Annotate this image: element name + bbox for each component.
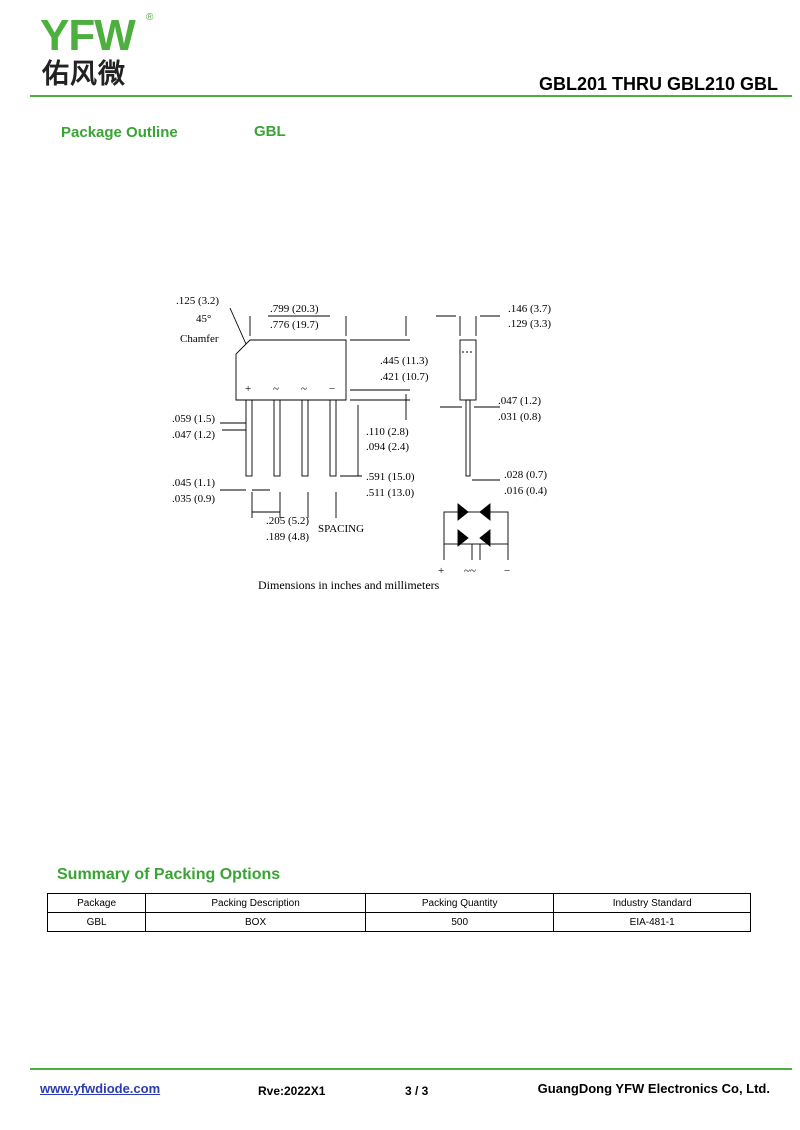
dimensions-caption: Dimensions in inches and millimeters <box>258 578 440 592</box>
dim-body-height-max: .445 (11.3) <box>380 355 429 367</box>
dim-lead-width-min: .047 (1.2) <box>172 429 215 441</box>
column-header: Packing Quantity <box>364 893 555 913</box>
table-cell: 500 <box>364 912 555 932</box>
dim-spacing-min: .189 (4.8) <box>266 531 309 543</box>
dim-lead-thick-min: .016 (0.4) <box>504 485 547 497</box>
table-cell: EIA-481-1 <box>553 912 751 932</box>
dim-lead-offset-max: .110 (2.8) <box>366 426 409 438</box>
lead-2 <box>273 399 281 477</box>
dim-body-width-max: .799 (20.3) <box>270 303 319 315</box>
dim-lead-dia-max: .045 (1.1) <box>172 477 215 489</box>
page-number: 3 / 3 <box>405 1084 429 1098</box>
pin-mark-ac-2: ~ <box>301 383 307 395</box>
schematic-mark-minus: − <box>504 565 510 577</box>
company-logo: YFW ® 佑风微 <box>40 11 170 94</box>
table-header-row: Package Packing Description Packing Quan… <box>46 893 751 913</box>
lead-1 <box>245 399 253 477</box>
column-header: Packing Description <box>145 893 366 913</box>
dim-spacing-max: .205 (5.2) <box>266 515 309 527</box>
schematic-mark-plus: + <box>438 565 444 577</box>
lead-4 <box>329 399 337 477</box>
package-outline-drawing: .125 (3.2) 45° Chamfer .799 (20.3) .776 … <box>172 295 551 577</box>
package-name: GBL <box>254 123 286 140</box>
dim-lead-thick-max: .028 (0.7) <box>504 469 547 481</box>
document-title: GBL201 THRU GBL210 GBL <box>538 74 778 94</box>
table-cell: BOX <box>145 912 366 932</box>
pin-mark-ac-1: ~ <box>273 383 279 395</box>
packing-options-table: Package Packing Description Packing Quan… <box>46 893 751 932</box>
dim-chamfer-size: .125 (3.2) <box>176 295 219 307</box>
bridge-schematic-frame <box>443 511 509 545</box>
registered-mark: ® <box>146 12 154 23</box>
lead-3 <box>301 399 309 477</box>
revision-label: Rve:2022X1 <box>258 1084 326 1098</box>
website-link[interactable]: www.yfwdiode.com <box>40 1081 161 1096</box>
table-cell: GBL <box>46 912 147 932</box>
pin-mark-minus: − <box>329 383 335 395</box>
dim-lead-offset-min: .094 (2.4) <box>366 441 409 453</box>
column-header: Package <box>46 893 147 913</box>
dim-lead-dia-min: .035 (0.9) <box>172 493 215 505</box>
dim-side-lead-min: .031 (0.8) <box>498 411 541 423</box>
logo-text: YFW <box>40 11 136 60</box>
dim-side-lead-max: .047 (1.2) <box>498 395 541 407</box>
dim-body-height-min: .421 (10.7) <box>380 371 429 383</box>
schematic-mark-ac: ~~ <box>464 565 476 577</box>
footer-divider <box>30 1068 792 1070</box>
package-outline-heading: Package Outline <box>61 124 178 141</box>
table-row: GBL BOX 500 EIA-481-1 <box>46 912 751 932</box>
dim-lead-length-max: .591 (15.0) <box>366 471 415 483</box>
pin-mark-plus: + <box>245 383 251 395</box>
dim-spacing-label: SPACING <box>318 523 364 535</box>
dim-body-width-min: .776 (19.7) <box>270 319 319 331</box>
package-body <box>235 339 347 401</box>
side-view-lead <box>465 399 471 477</box>
company-name: GuangDong YFW Electronics Co, Ltd. <box>537 1081 770 1096</box>
column-header: Industry Standard <box>553 893 751 913</box>
packing-summary-heading: Summary of Packing Options <box>57 866 281 883</box>
dim-lead-length-min: .511 (13.0) <box>366 487 415 499</box>
dim-chamfer-label: Chamfer <box>180 333 219 345</box>
side-view-body <box>459 339 477 401</box>
logo-chinese-text: 佑风微 <box>42 59 126 90</box>
dim-chamfer-angle: 45° <box>196 313 211 325</box>
dim-thickness-min: .129 (3.3) <box>508 318 551 330</box>
header-divider <box>30 95 792 97</box>
dim-thickness-max: .146 (3.7) <box>508 303 551 315</box>
dim-lead-width-max: .059 (1.5) <box>172 413 215 425</box>
